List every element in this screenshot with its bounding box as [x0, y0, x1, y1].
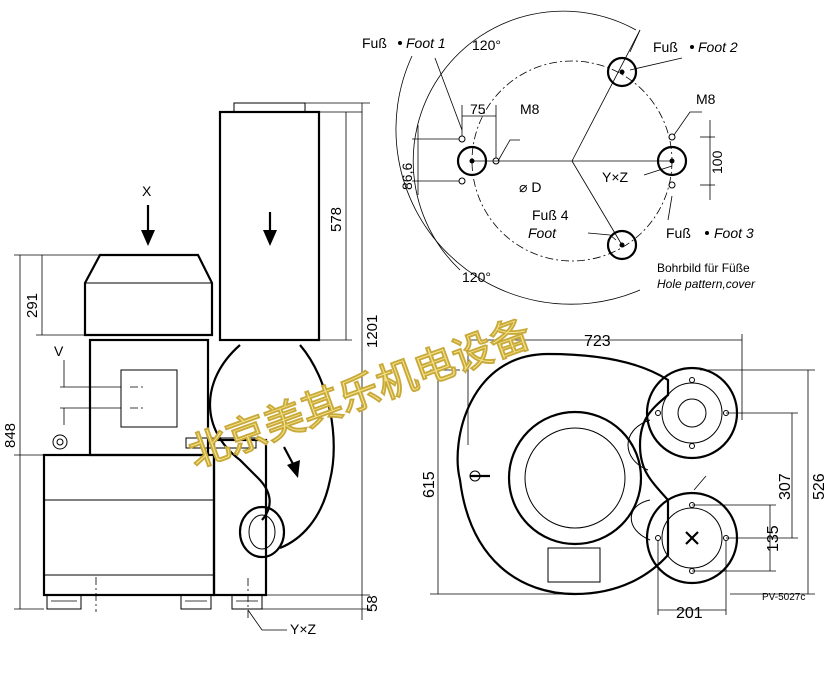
airflow-arrow-pipe: [283, 446, 300, 478]
label-v: V: [54, 343, 64, 359]
label-foot2-de: Fuß: [653, 39, 678, 55]
lifting-eye: [52, 434, 68, 450]
label-foot3-de: Fuß: [666, 225, 691, 241]
label-x: X: [142, 183, 152, 199]
dim-307: 307: [777, 473, 794, 500]
label-drawing-code: PV-5027c: [762, 592, 805, 603]
label-yz-side: Y×Z: [290, 621, 317, 637]
label-angle-top: 120°: [472, 37, 501, 53]
dim-291: 291: [24, 293, 41, 318]
label-foot1-de: Fuß: [362, 35, 387, 51]
label-foot1-en: Foot 1: [406, 35, 446, 51]
airflow-arrow-x: [141, 205, 155, 246]
label-foot4-en: Foot: [528, 225, 557, 241]
motor-cap: [83, 253, 214, 337]
foot-left: [46, 594, 82, 610]
dim-135: 135: [765, 525, 782, 552]
foot-2-circle: [606, 56, 638, 88]
dim-1201: 1201: [364, 315, 381, 348]
label-foot2-en: Foot 2: [698, 39, 738, 55]
foot-4-circle: [606, 229, 638, 261]
impeller-housing: [456, 352, 670, 596]
text-labels: X V Fuß Foot 1 Fuß Foot 2 Fuß Foot 3 Fuß…: [2, 35, 828, 637]
label-diameter: ⌀ D: [519, 179, 541, 195]
dim-526: 526: [811, 473, 828, 500]
label-hole-pattern-de: Bohrbild für Füße: [657, 261, 750, 275]
terminal-box: [120, 369, 178, 428]
hole-pattern: [395, 10, 715, 305]
airflow-arrow-silencer: [263, 212, 277, 246]
motor-body: [88, 338, 210, 457]
dim-615: 615: [421, 471, 438, 498]
foot-middle: [180, 594, 212, 610]
housing-box: [42, 453, 216, 597]
label-m8-right: M8: [696, 91, 716, 107]
side-view: [14, 102, 370, 631]
base-block: [547, 547, 601, 583]
watermark: 北京美其乐机电设备: [182, 310, 537, 478]
dim-723: 723: [584, 333, 611, 350]
label-hole-pattern-en: Hole pattern,cover: [657, 277, 756, 291]
label-foot4-de: Fuß 4: [532, 207, 569, 223]
foot-3-circle: [656, 133, 688, 189]
dim-848: 848: [2, 423, 19, 448]
label-m8-left: M8: [520, 101, 540, 117]
dim-578: 578: [328, 207, 345, 232]
dim-75: 75: [470, 101, 486, 117]
dim-86-6: 86,6: [399, 163, 415, 190]
foot-1-circle: [456, 135, 500, 185]
impeller-cover: [507, 410, 643, 546]
dim-58: 58: [364, 595, 381, 612]
dim-201: 201: [676, 605, 703, 622]
label-angle-bottom: 120°: [462, 269, 491, 285]
front-view: [430, 334, 815, 615]
foot-right: [231, 594, 263, 610]
pipe-flange: [238, 505, 286, 559]
dim-100: 100: [709, 150, 725, 174]
label-foot3-en: Foot 3: [714, 225, 754, 241]
label-yz-top: Y×Z: [602, 169, 629, 185]
